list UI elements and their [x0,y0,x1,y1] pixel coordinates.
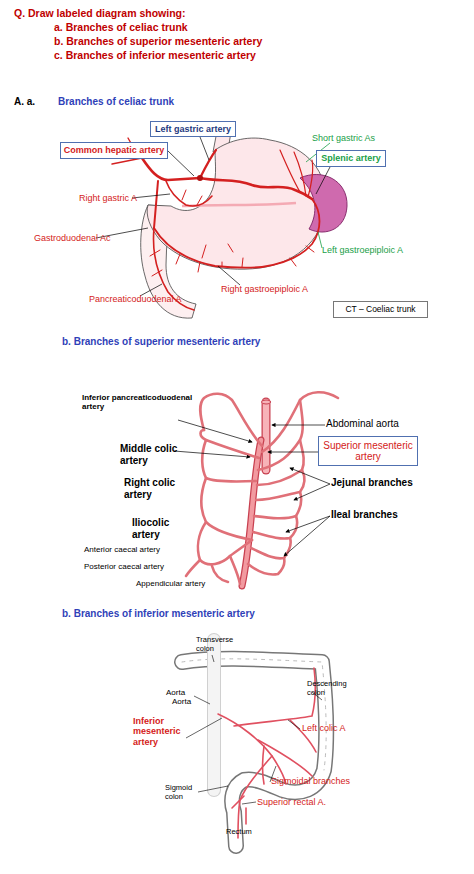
box-text: Left gastric artery [155,124,231,134]
diagram-label: Gastroduodenal Ac [34,233,111,243]
diagram-label: Superior rectal A. [257,797,326,807]
label-box: Left gastric artery [150,121,236,137]
diagram-label: a. Branches of celiac trunk [54,21,188,33]
label-box: Splenic artery [316,150,386,167]
diagram-label: Rectum [226,828,252,837]
diagram-label: Short gastric As [312,133,375,143]
diagram-label: Anterior caecal artery [84,545,160,554]
box-text: Common hepatic artery [64,145,165,155]
diagram-label: Appendicular artery [136,579,205,588]
diagram-label: Right gastroepiploic A [221,284,308,294]
diagram-label: Branches of celiac trunk [58,96,174,108]
diagram-label: Aorta [172,697,191,706]
diagram-label: b. Branches of superior mesenteric arter… [54,35,262,47]
diagram-label: c. Branches of inferior mesenteric arter… [54,49,256,61]
box-text: Splenic artery [321,153,381,163]
diagram-label: Left colic A [302,723,346,733]
diagram-label: Right colic artery [124,477,186,500]
diagram-label: Ileal branches [331,509,398,521]
diagram-label: A. a. [14,96,35,108]
diagram-label: Abdominal aorta [326,418,399,430]
diagram-label: Iliocolic artery [132,517,184,540]
diagram-label: Jejunal branches [331,477,413,489]
diagram-label: Middle colic artery [120,443,188,466]
diagram-label: Sigmoid colon [165,784,201,801]
title-text: Q. Draw labeled diagram showing: [14,7,186,19]
diagram-label: Inferior mesenteric artery [133,716,191,747]
diagram-label: Posterior caecal artery [84,562,164,571]
diagram-label: Descending colon [307,680,343,697]
label-box: Superior mesenteric artery [318,436,418,466]
diagram-label: b. Branches of superior mesenteric arter… [62,336,260,348]
diagram-label: Pancreaticoduodenal A [89,294,182,304]
diagram-label: Transverse colon [196,636,238,653]
diagram-label: Left gastroepiploic A [322,245,403,255]
diagram-label: Right gastric A [79,193,137,203]
box-text: Superior mesenteric artery [319,440,417,463]
diagram-label: b. Branches of inferior mesenteric arter… [62,608,255,620]
box-text: CT – Coeliac trunk [345,305,415,315]
diagram-label: Aorta [166,688,185,697]
diagram-label: Sigmoidal branches [271,776,350,786]
diagram-label: Inferior pancreaticoduodenal artery [82,393,194,411]
label-box: Common hepatic artery [60,142,168,159]
label-box: CT – Coeliac trunk [333,301,428,318]
